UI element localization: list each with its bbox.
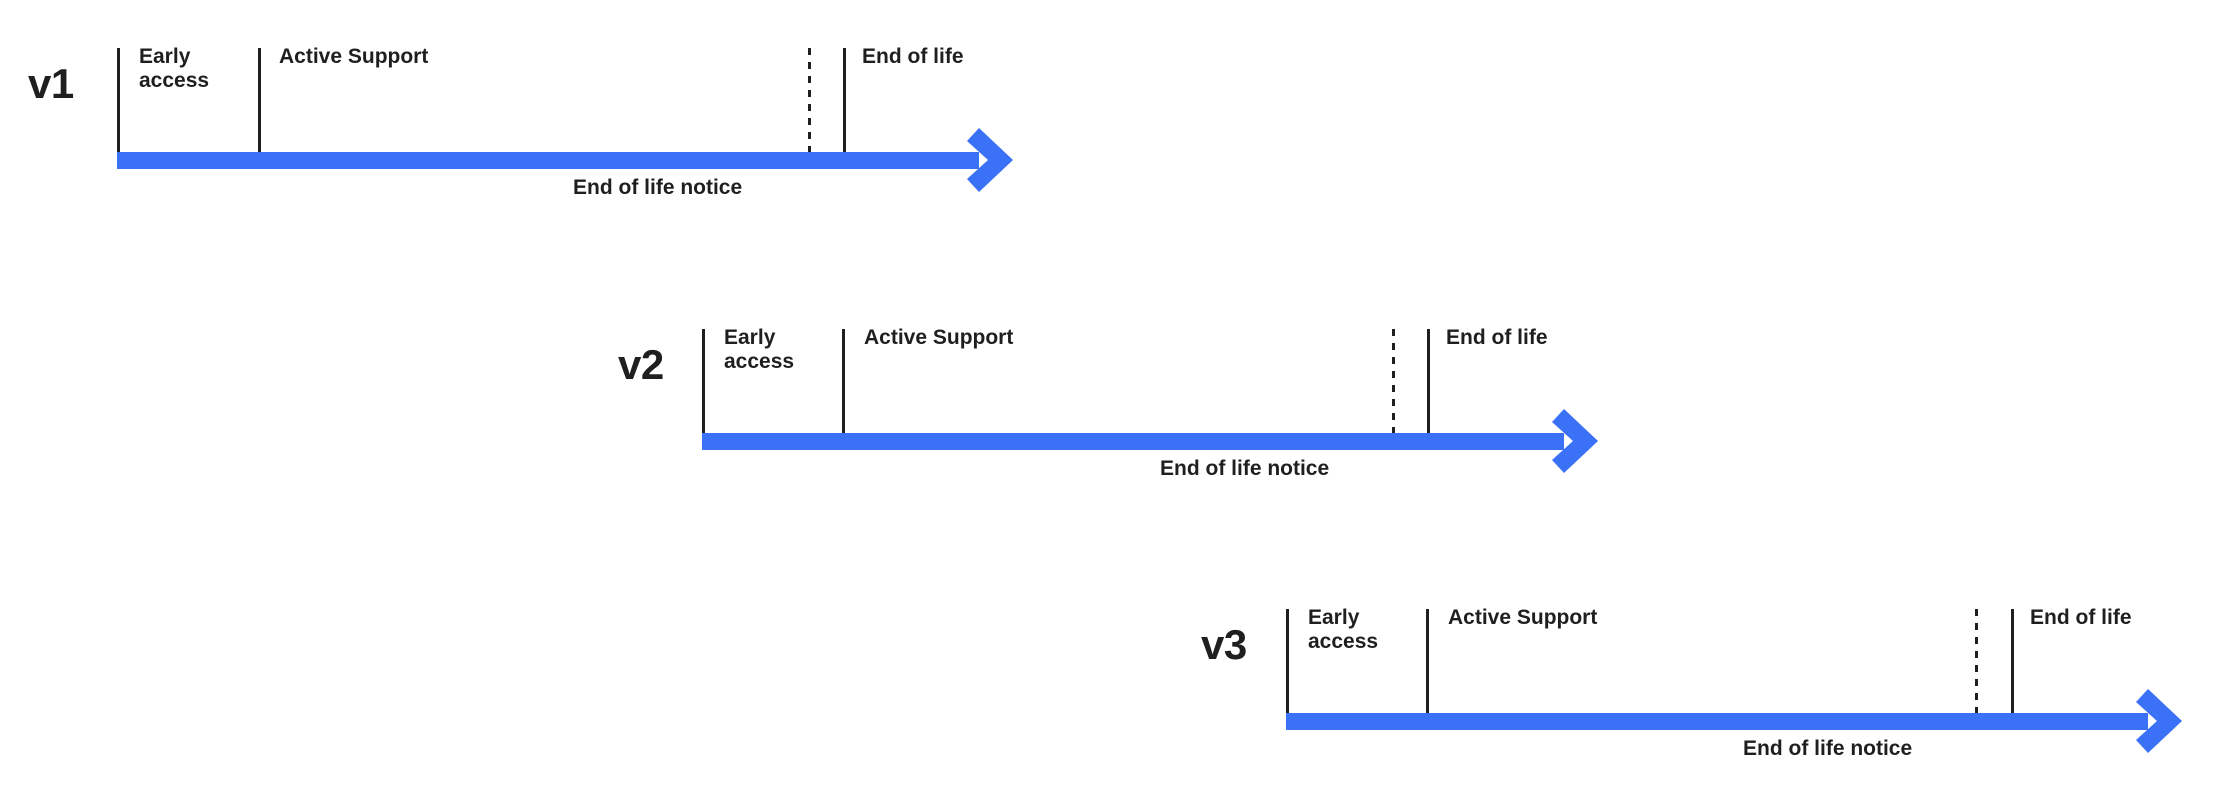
eol-notice-label-v3: End of life notice [1743,737,1913,760]
arrow-right-icon-v3 [2136,689,2182,753]
phase-divider-start-v3 [1286,609,1289,713]
eol-notice-label-v2: End of life notice [1160,457,1330,480]
arrow-right-icon-v2 [1552,409,1598,473]
eol-notice-marker-v1 [808,48,811,152]
phase-label-end-of-life-v2: End of life [1446,326,1548,349]
lifecycle-bar-v3 [1286,713,2148,730]
phase-divider-active-support-v1 [258,48,261,152]
version-label-v1: v1 [28,60,74,107]
phase-divider-end-of-life-v3 [2011,609,2014,713]
phase-label-early-access-v3: Early access [1308,606,1379,653]
phase-divider-active-support-v3 [1426,609,1429,713]
phase-label-early-access-v2: Early access [724,326,795,373]
phase-label-active-support-v2: Active Support [864,326,1014,349]
phase-label-active-support-v1: Active Support [279,45,429,68]
version-label-v2: v2 [618,341,664,388]
phase-divider-start-v1 [117,48,120,152]
lifecycle-bar-v1 [117,152,979,169]
phase-label-end-of-life-v3: End of life [2030,606,2132,629]
eol-notice-marker-v2 [1392,329,1395,433]
phase-label-active-support-v3: Active Support [1448,606,1598,629]
eol-notice-marker-v3 [1975,609,1978,713]
arrow-right-icon-v1 [967,128,1013,192]
lifecycle-bar-v2 [702,433,1564,450]
phase-label-end-of-life-v1: End of life [862,45,964,68]
phase-divider-end-of-life-v1 [843,48,846,152]
eol-notice-label-v1: End of life notice [573,176,743,199]
version-label-v3: v3 [1201,621,1247,668]
phase-divider-start-v2 [702,329,705,433]
phase-label-early-access-v1: Early access [139,45,210,92]
phase-divider-end-of-life-v2 [1427,329,1430,433]
phase-divider-active-support-v2 [842,329,845,433]
